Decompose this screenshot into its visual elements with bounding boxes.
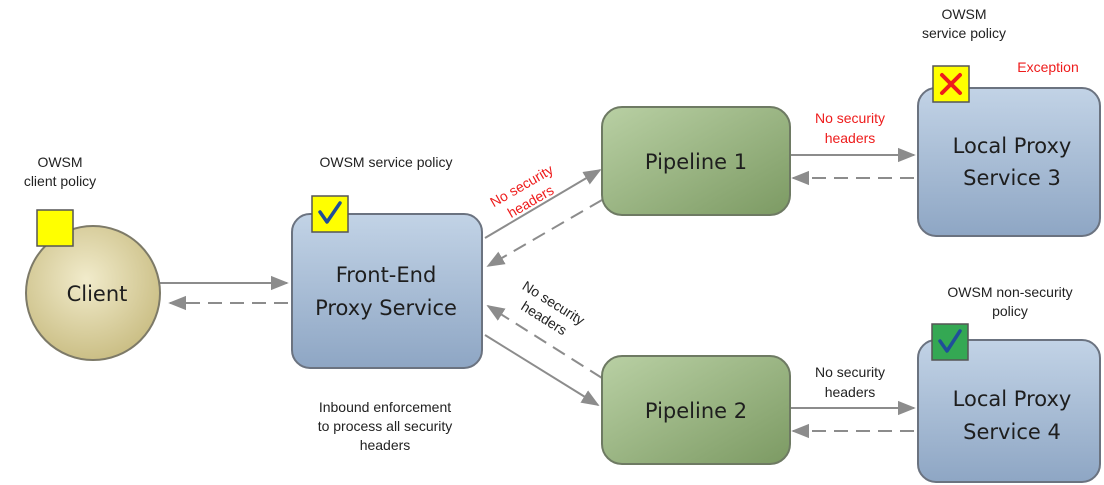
client-label: Client	[67, 282, 128, 306]
local3-policy-cross-icon	[932, 65, 970, 103]
inbound-note-line1: Inbound enforcement	[319, 399, 451, 415]
arrow-pipeline1-to-frontend-return	[486, 199, 603, 267]
client-policy-line2: client policy	[24, 173, 96, 189]
pipeline1-node: Pipeline 1	[601, 106, 791, 216]
fe-to-pipeline2-label: No security headers	[518, 277, 587, 338]
local3-policy-line2: service policy	[922, 25, 1006, 41]
local-proxy4-node: Local Proxy Service 4	[917, 339, 1101, 483]
pipeline2-label: Pipeline 2	[645, 399, 747, 423]
p1-to-l3-line1: No security	[815, 110, 885, 126]
front-policy-check-icon	[311, 195, 349, 233]
client-policy-line1: OWSM	[37, 154, 82, 170]
inbound-note-line2: to process all security	[318, 418, 453, 434]
local3-policy-line1: OWSM	[941, 6, 986, 22]
client-policy-box	[36, 209, 74, 247]
p2-to-l4-line2: headers	[825, 384, 876, 400]
front-end-label-line1: Front-End	[336, 263, 437, 287]
connectors	[156, 147, 916, 439]
arrow-frontend-to-pipeline1	[484, 169, 602, 239]
local4-label-line1: Local Proxy	[953, 387, 1072, 411]
client-node: Client	[25, 225, 161, 361]
inbound-note-line3: headers	[360, 437, 411, 453]
fe-to-pipeline1-label: No security headers	[487, 161, 556, 221]
local4-policy-check-icon	[931, 323, 969, 361]
front-end-proxy-node: Front-End Proxy Service	[291, 213, 483, 369]
local4-policy-line1: OWSM non-security	[947, 284, 1072, 300]
arrow-pipeline2-to-frontend-return	[486, 305, 603, 379]
local4-label-line2: Service 4	[963, 420, 1061, 444]
pipeline1-label: Pipeline 1	[645, 150, 747, 174]
pipeline2-node: Pipeline 2	[601, 355, 791, 465]
exception-label: Exception	[1017, 59, 1078, 75]
local3-label-line2: Service 3	[963, 166, 1061, 190]
front-end-label-line2: Proxy Service	[315, 296, 457, 320]
arrow-frontend-to-pipeline2	[484, 334, 600, 406]
p2-to-l4-line1: No security	[815, 364, 885, 380]
front-policy-label: OWSM service policy	[319, 154, 452, 170]
p1-to-l3-line2: headers	[825, 130, 876, 146]
local3-label-line1: Local Proxy	[953, 134, 1072, 158]
local4-policy-line2: policy	[992, 303, 1028, 319]
local-proxy3-node: Local Proxy Service 3	[917, 87, 1101, 237]
